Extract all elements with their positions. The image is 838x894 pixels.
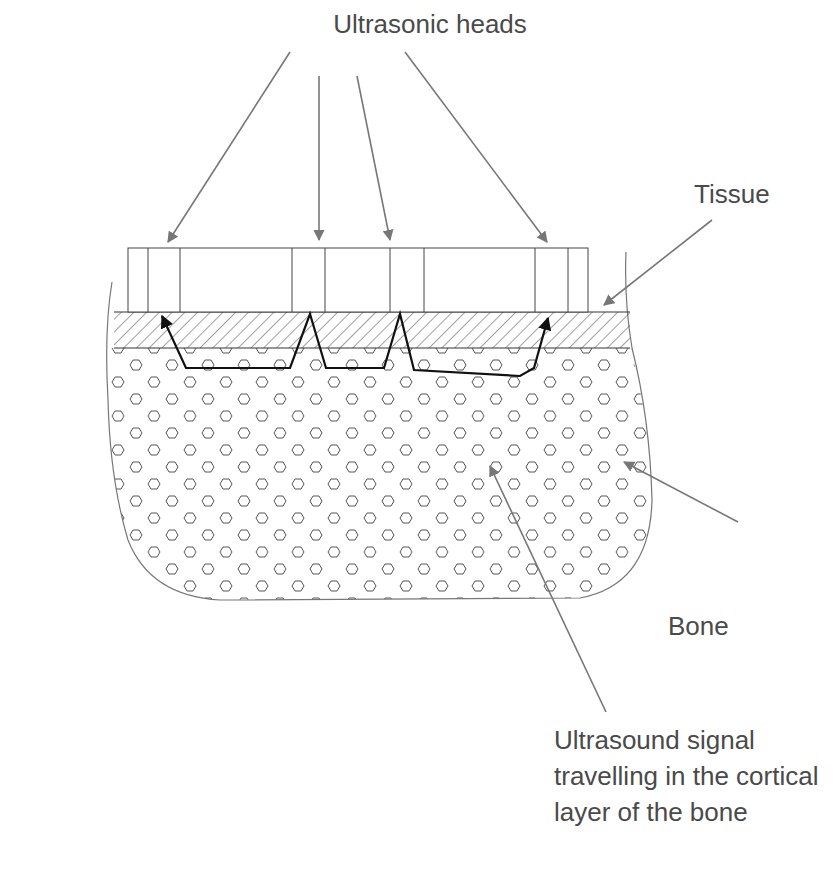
signal-label: Ultrasound signal travelling in the cort… xyxy=(554,722,824,830)
tissue-layer xyxy=(114,312,630,348)
ultrasound-signal-path xyxy=(162,314,548,376)
probe-label: Ultrasonic heads xyxy=(280,6,580,42)
tissue-label: Tissue xyxy=(694,176,834,212)
leader-lines xyxy=(168,52,738,712)
ultrasonic-probe xyxy=(128,248,588,312)
bone-label: Bone xyxy=(668,608,828,644)
